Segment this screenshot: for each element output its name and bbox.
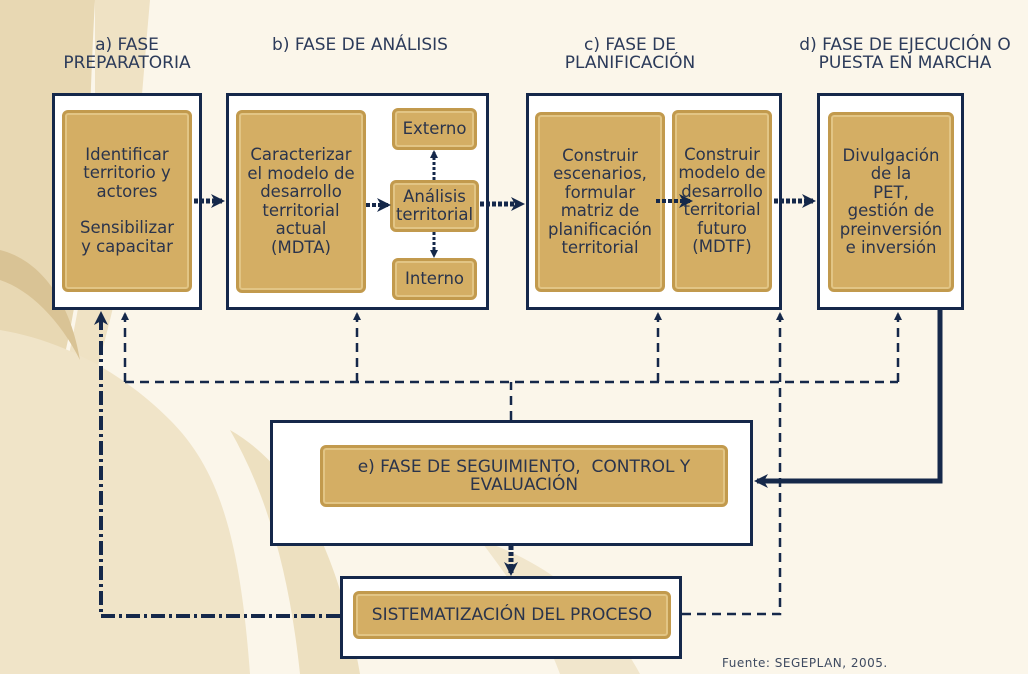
card-line: (MDTA) — [271, 237, 331, 257]
card-line: escenarios, — [553, 164, 647, 183]
card-line: gestión de — [847, 201, 935, 220]
source-note: Fuente: SEGEPLAN, 2005. — [722, 656, 888, 670]
heading-fase-analisis: b) FASE DE ANÁLISIS — [230, 36, 490, 54]
card-line: SISTEMATIZACIÓN DEL PROCESO — [371, 604, 653, 625]
card-line: PET, — [873, 182, 909, 202]
card-interno: Interno — [392, 258, 477, 300]
heading-fase-ejecucion: d) FASE DE EJECUCIÓN O PUESTA EN MARCHA — [790, 36, 1020, 72]
card-line: Divulgación — [842, 145, 940, 165]
heading-fase-preparatoria: a) FASE PREPARATORIA — [52, 36, 202, 72]
card-line: actores — [96, 181, 158, 201]
card-line: preinversión — [839, 219, 943, 239]
heading-line: PREPARATORIA — [63, 53, 191, 73]
arrow-d-to-e — [754, 310, 943, 488]
card-line: territorial — [262, 200, 340, 220]
heading-line: PLANIFICACIÓN — [564, 53, 696, 73]
card-line: Identificar — [85, 144, 169, 164]
feedback-sistematizacion-to-c — [682, 312, 784, 616]
feedback-sistematizacion-to-a — [94, 311, 340, 618]
card-line: Externo — [402, 118, 467, 138]
card-line: (MDTF) — [692, 237, 752, 256]
card-line: planificación — [548, 219, 652, 239]
card-caracterizar-mdta: Caracterizar el modelo de desarrollo ter… — [236, 110, 366, 293]
heading-line: b) FASE DE ANÁLISIS — [272, 35, 448, 55]
heading-line: a) FASE — [95, 35, 159, 55]
card-line: territorial — [395, 205, 474, 224]
card-construir-escenarios: Construir escenarios, formular matriz de… — [535, 112, 665, 292]
card-line: e inversión — [845, 238, 937, 257]
card-line: de la — [870, 164, 912, 183]
card-line: formular — [564, 182, 636, 202]
card-line: Construir — [562, 145, 638, 165]
card-line: futuro — [697, 218, 747, 238]
card-line: Caracterizar — [250, 145, 352, 164]
card-line: territorial — [683, 200, 761, 219]
card-line: actual — [275, 219, 327, 238]
card-sistematizacion: SISTEMATIZACIÓN DEL PROCESO — [353, 591, 671, 639]
card-line: Análisis — [403, 186, 466, 206]
card-line: desarrollo — [260, 182, 342, 201]
card-line: territorio y — [83, 163, 171, 183]
heading-fase-planificacion: c) FASE DE PLANIFICACIÓN — [545, 36, 715, 72]
card-divulgacion-pet: Divulgación de la PET, gestión de preinv… — [828, 112, 954, 292]
card-line: Sensibilizar — [79, 218, 175, 238]
card-line: Construir — [684, 144, 760, 164]
heading-line: d) FASE DE EJECUCIÓN O — [799, 35, 1011, 55]
card-line: EVALUACIÓN — [469, 475, 579, 495]
card-fase-seguimiento: e) FASE DE SEGUIMIENTO, CONTROL Y EVALUA… — [320, 445, 728, 507]
card-externo: Externo — [392, 108, 477, 150]
card-line: desarrollo — [681, 181, 763, 201]
card-line: y capacitar — [81, 236, 173, 256]
card-line: modelo de — [678, 163, 766, 182]
card-analisis-territorial: Análisis territorial — [390, 180, 479, 232]
card-identificar-sensibilizar: Identificar territorio y actores Sensibi… — [62, 110, 192, 292]
card-line: e) FASE DE SEGUIMIENTO, CONTROL Y — [357, 456, 691, 477]
card-construir-mdtf: Construir modelo de desarrollo territori… — [672, 110, 772, 292]
card-line: territorial — [561, 238, 639, 257]
card-line: el modelo de — [247, 163, 355, 183]
card-line: Interno — [405, 268, 464, 288]
card-line: matriz de — [560, 201, 640, 220]
heading-line: c) FASE DE — [584, 35, 676, 55]
heading-line: PUESTA EN MARCHA — [818, 53, 992, 73]
